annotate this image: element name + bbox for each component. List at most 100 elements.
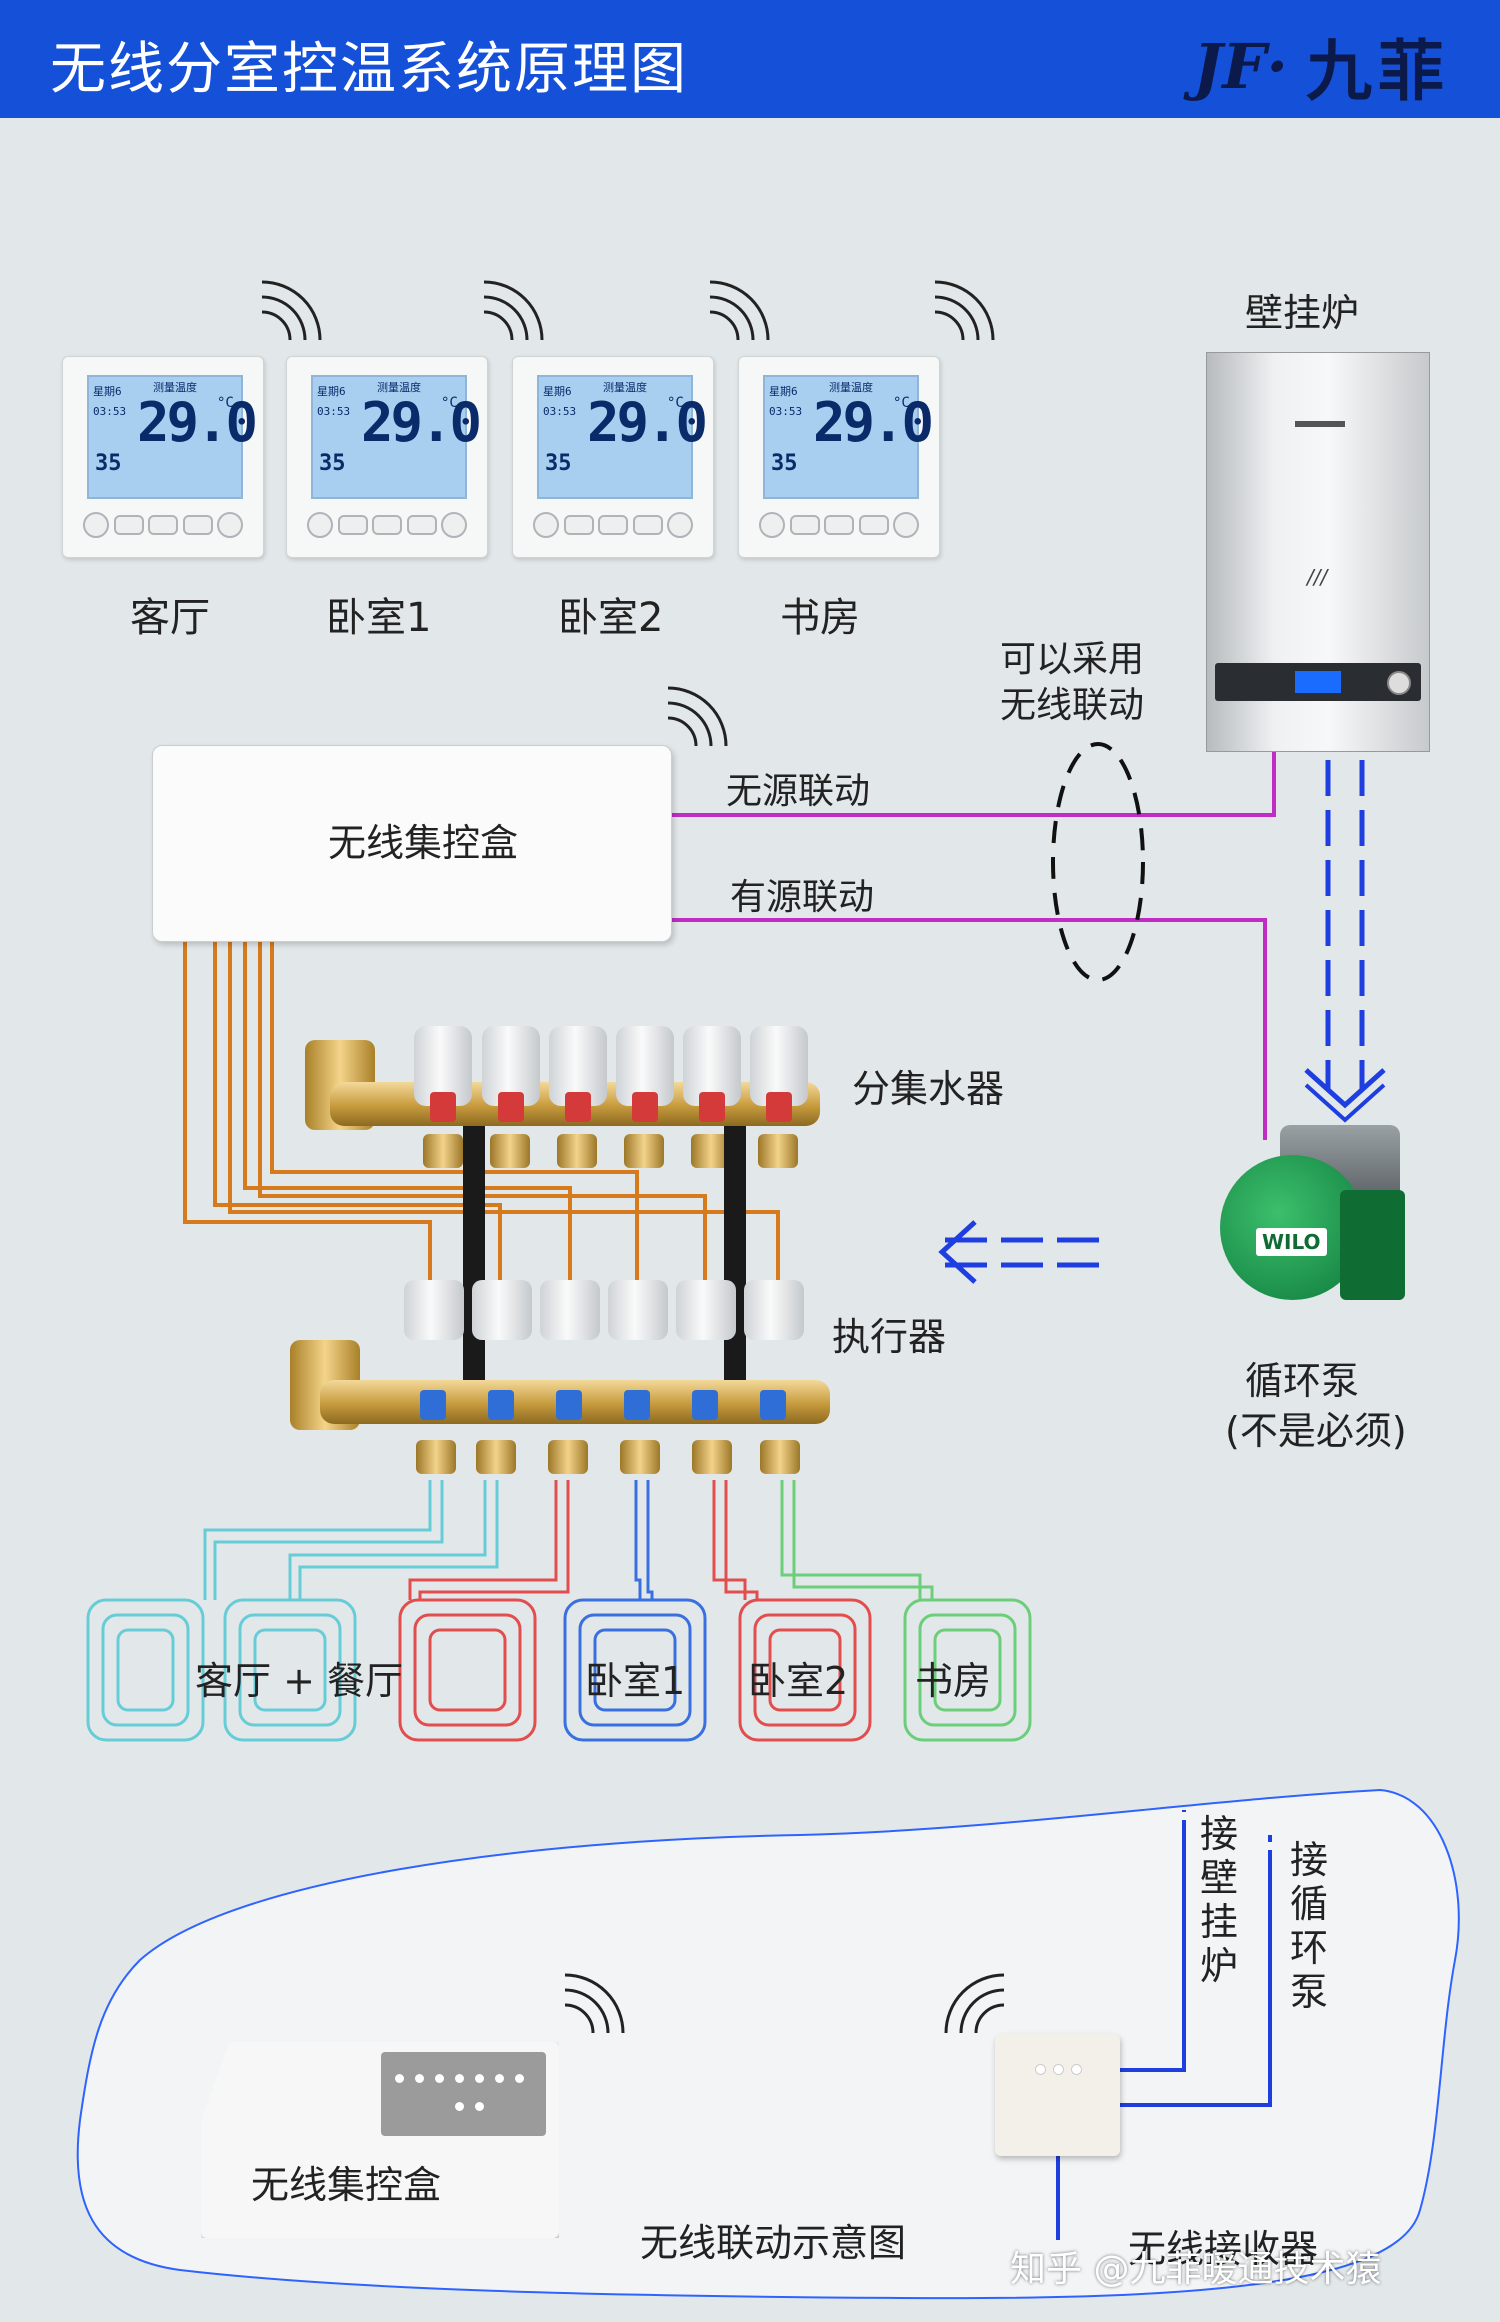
mode-button[interactable] bbox=[337, 515, 368, 535]
mount-bracket bbox=[724, 1126, 746, 1386]
valve bbox=[692, 1390, 718, 1420]
room-label: 卧室2 bbox=[558, 595, 664, 641]
pipe-fitting bbox=[692, 1440, 732, 1474]
valve bbox=[420, 1390, 446, 1420]
valve bbox=[632, 1092, 658, 1122]
actuator bbox=[608, 1280, 668, 1340]
current-temp: 29.0 bbox=[587, 391, 708, 454]
passive-link-wire bbox=[670, 752, 1276, 817]
actuator bbox=[472, 1280, 532, 1340]
down-button[interactable] bbox=[406, 515, 437, 535]
menu-button[interactable] bbox=[893, 512, 919, 538]
thermostat-screen: 星期6 03:53 测量温度 29.0 °C 35 bbox=[537, 375, 708, 499]
mode-text: 测量温度 bbox=[603, 381, 647, 394]
arrow-left-icon bbox=[938, 1220, 977, 1284]
mode-text: 测量温度 bbox=[829, 381, 873, 394]
valve bbox=[498, 1092, 524, 1122]
zone-label: 书房 bbox=[915, 1659, 992, 1703]
boiler-knob[interactable] bbox=[1387, 671, 1411, 695]
down-button[interactable] bbox=[632, 515, 663, 535]
pump-note: (不是必须) bbox=[1225, 1409, 1407, 1453]
thermostat[interactable]: 星期6 03:53 测量温度 29.0 °C 35 bbox=[738, 356, 940, 558]
boiler-control-panel bbox=[1215, 663, 1421, 701]
valve bbox=[699, 1092, 725, 1122]
set-temp: 35 bbox=[771, 451, 798, 476]
room-label: 客厅 bbox=[130, 595, 210, 641]
valve bbox=[488, 1390, 514, 1420]
wifi-icon bbox=[261, 280, 322, 341]
mode-button[interactable] bbox=[563, 515, 594, 535]
arrow-down-icon bbox=[1304, 1068, 1386, 1109]
thermostat-buttons bbox=[83, 512, 243, 538]
thermostat-buttons bbox=[759, 512, 919, 538]
pipe-fitting bbox=[758, 1134, 798, 1168]
thermostat-screen: 星期6 03:53 测量温度 29.0 °C 35 bbox=[87, 375, 258, 499]
mode-button[interactable] bbox=[113, 515, 144, 535]
active-link-label: 有源联动 bbox=[730, 877, 875, 918]
time-text: 03:53 bbox=[769, 405, 803, 418]
pipe-fitting bbox=[490, 1134, 530, 1168]
mount-bracket bbox=[463, 1126, 485, 1386]
pump-wire bbox=[1120, 1860, 1272, 2107]
up-button[interactable] bbox=[148, 515, 178, 535]
power-button[interactable] bbox=[307, 512, 333, 538]
pipe-fitting bbox=[620, 1440, 660, 1474]
brand-name: 九菲 bbox=[1306, 33, 1450, 110]
set-temp: 35 bbox=[95, 451, 122, 476]
set-temp: 35 bbox=[545, 451, 572, 476]
up-button[interactable] bbox=[824, 515, 854, 535]
menu-button[interactable] bbox=[441, 512, 467, 538]
power-button[interactable] bbox=[83, 512, 109, 538]
pipe-fitting bbox=[624, 1134, 664, 1168]
down-button[interactable] bbox=[182, 515, 213, 535]
pump-label: 循环泵 bbox=[1245, 1359, 1360, 1403]
loop-feed-pipes bbox=[203, 1480, 934, 1600]
thermostat-screen: 星期6 03:53 测量温度 29.0 °C 35 bbox=[763, 375, 934, 499]
room-label: 卧室1 bbox=[326, 595, 432, 641]
manifold-label: 分集水器 bbox=[852, 1067, 1005, 1111]
up-button[interactable] bbox=[598, 515, 628, 535]
brand-logo: JF· 九菲 bbox=[1193, 18, 1450, 114]
down-button[interactable] bbox=[858, 515, 889, 535]
actuator bbox=[744, 1280, 804, 1340]
current-temp: 29.0 bbox=[361, 391, 482, 454]
pipe-fitting bbox=[557, 1134, 597, 1168]
thermostat[interactable]: 星期6 03:53 测量温度 29.0 °C 35 bbox=[512, 356, 714, 558]
brand-mark: JF· bbox=[1193, 29, 1288, 103]
up-button[interactable] bbox=[372, 515, 402, 535]
menu-button[interactable] bbox=[217, 512, 243, 538]
pipe-fitting bbox=[476, 1440, 516, 1474]
room-label: 书房 bbox=[780, 595, 860, 641]
valve bbox=[766, 1092, 792, 1122]
page-title: 无线分室控温系统原理图 bbox=[50, 37, 688, 102]
wireless-hub: 无线集控盒 bbox=[152, 745, 672, 942]
boiler: /// bbox=[1206, 352, 1430, 752]
wifi-icon bbox=[667, 686, 728, 747]
wifi-icon bbox=[483, 280, 544, 341]
power-button[interactable] bbox=[533, 512, 559, 538]
day-text: 星期6 bbox=[93, 385, 122, 398]
current-temp: 29.0 bbox=[813, 391, 934, 454]
to-boiler-label: 接壁挂炉 bbox=[1200, 1812, 1239, 1988]
pipe-fitting bbox=[423, 1134, 463, 1168]
day-text: 星期6 bbox=[317, 385, 346, 398]
day-text: 星期6 bbox=[543, 385, 572, 398]
header-bar: 无线分室控温系统原理图 JF· 九菲 bbox=[0, 0, 1500, 118]
mode-text: 测量温度 bbox=[377, 381, 421, 394]
unit-text: °C bbox=[441, 395, 458, 411]
inset-caption: 无线联动示意图 bbox=[640, 2221, 907, 2265]
zone-label: 卧室1 bbox=[585, 1659, 686, 1703]
hub-label: 无线集控盒 bbox=[328, 821, 519, 865]
wifi-icon bbox=[709, 280, 770, 341]
valve bbox=[624, 1390, 650, 1420]
pump-brand: WILO bbox=[1256, 1228, 1327, 1256]
thermostat[interactable]: 星期6 03:53 测量温度 29.0 °C 35 bbox=[62, 356, 264, 558]
power-button[interactable] bbox=[759, 512, 785, 538]
actuator-wires bbox=[183, 940, 780, 1280]
valve bbox=[430, 1092, 456, 1122]
thermostat[interactable]: 星期6 03:53 测量温度 29.0 °C 35 bbox=[286, 356, 488, 558]
time-text: 03:53 bbox=[543, 405, 577, 418]
mode-button[interactable] bbox=[789, 515, 820, 535]
menu-button[interactable] bbox=[667, 512, 693, 538]
